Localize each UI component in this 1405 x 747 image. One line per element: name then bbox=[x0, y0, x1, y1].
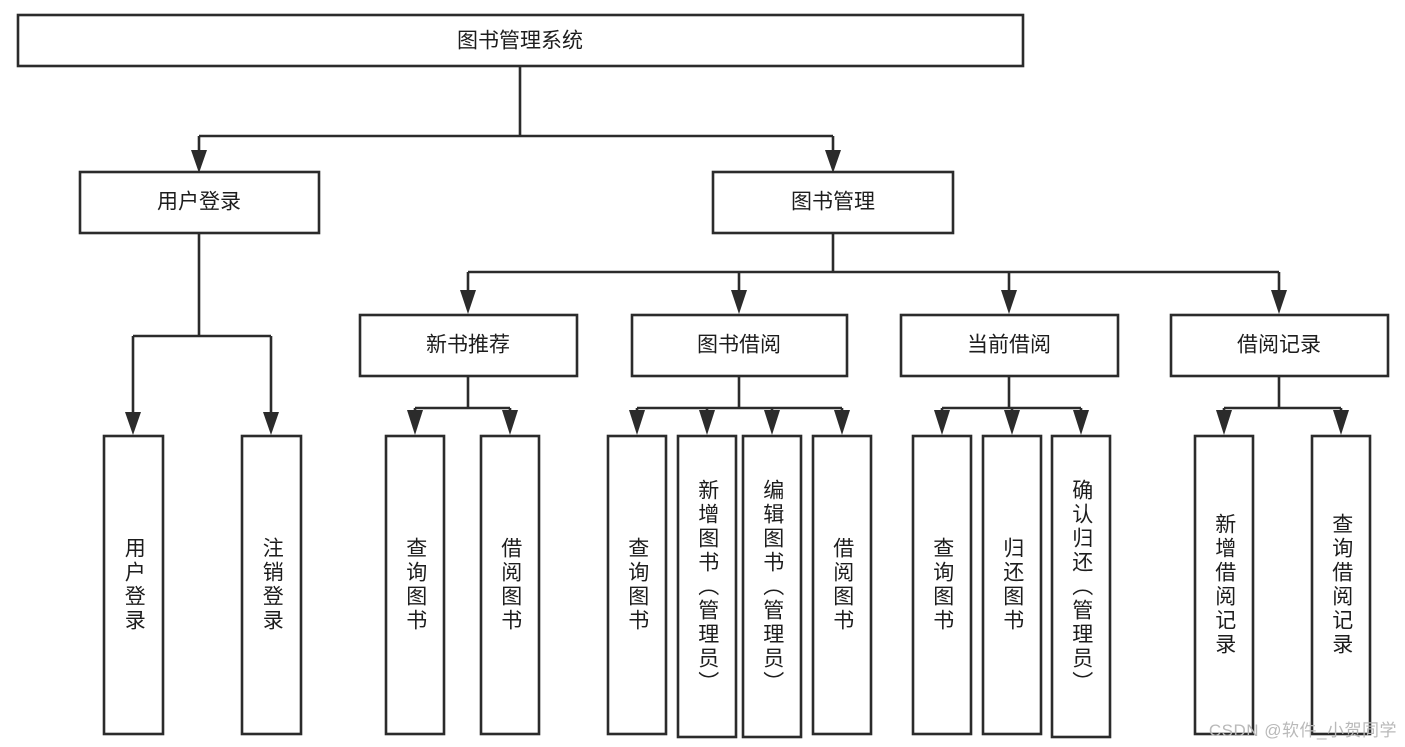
node-root-book-management-system[interactable]: 图书管理系统 bbox=[16, 13, 1025, 68]
node-current-borrow[interactable]: 当前借阅 bbox=[899, 313, 1120, 378]
node-book-borrow-label: 图书借阅 bbox=[697, 334, 781, 357]
node-book-management-label: 图书管理 bbox=[791, 191, 875, 214]
connector-userlogin-to-leaves bbox=[125, 233, 279, 435]
leaf-box-add-book-admin[interactable] bbox=[676, 434, 738, 739]
node-book-management[interactable]: 图书管理 bbox=[711, 170, 955, 235]
node-new-book-recommend-label: 新书推荐 bbox=[426, 334, 510, 357]
connector-newbook-to-leaves bbox=[407, 376, 518, 435]
leaf-box-user-login[interactable] bbox=[102, 434, 165, 736]
leaf-box-borrow-book-2[interactable] bbox=[811, 434, 873, 736]
connector-borrowrecord-to-leaves bbox=[1216, 376, 1349, 435]
node-new-book-recommend[interactable]: 新书推荐 bbox=[358, 313, 579, 378]
leaf-box-query-book-3[interactable] bbox=[911, 434, 973, 736]
leaf-box-query-book-2[interactable] bbox=[606, 434, 668, 736]
leaf-box-return-book[interactable] bbox=[981, 434, 1043, 736]
node-user-login-label: 用户登录 bbox=[157, 191, 241, 214]
connector-root-to-level2 bbox=[191, 66, 841, 173]
node-book-borrow[interactable]: 图书借阅 bbox=[630, 313, 849, 378]
connector-bookmgmt-to-level3 bbox=[460, 233, 1287, 314]
leaf-box-logout[interactable] bbox=[240, 434, 303, 736]
node-borrow-record-label: 借阅记录 bbox=[1237, 334, 1321, 357]
leaf-box-add-borrow-record[interactable] bbox=[1193, 434, 1255, 736]
watermark-text: CSDN @软件_小贺同学 bbox=[1208, 721, 1397, 740]
node-user-login[interactable]: 用户登录 bbox=[78, 170, 321, 235]
leaf-box-query-book-1[interactable] bbox=[384, 434, 446, 736]
node-borrow-record[interactable]: 借阅记录 bbox=[1169, 313, 1390, 378]
connector-bookborrow-to-leaves bbox=[629, 376, 850, 435]
node-current-borrow-label: 当前借阅 bbox=[967, 334, 1051, 357]
leaf-box-query-borrow-record[interactable] bbox=[1310, 434, 1372, 736]
leaf-box-borrow-book-1[interactable] bbox=[479, 434, 541, 736]
node-root-label: 图书管理系统 bbox=[457, 30, 583, 53]
leaf-box-confirm-return-admin[interactable] bbox=[1050, 434, 1112, 739]
leaf-box-edit-book-admin[interactable] bbox=[741, 434, 803, 739]
connector-currentborrow-to-leaves bbox=[934, 376, 1089, 435]
